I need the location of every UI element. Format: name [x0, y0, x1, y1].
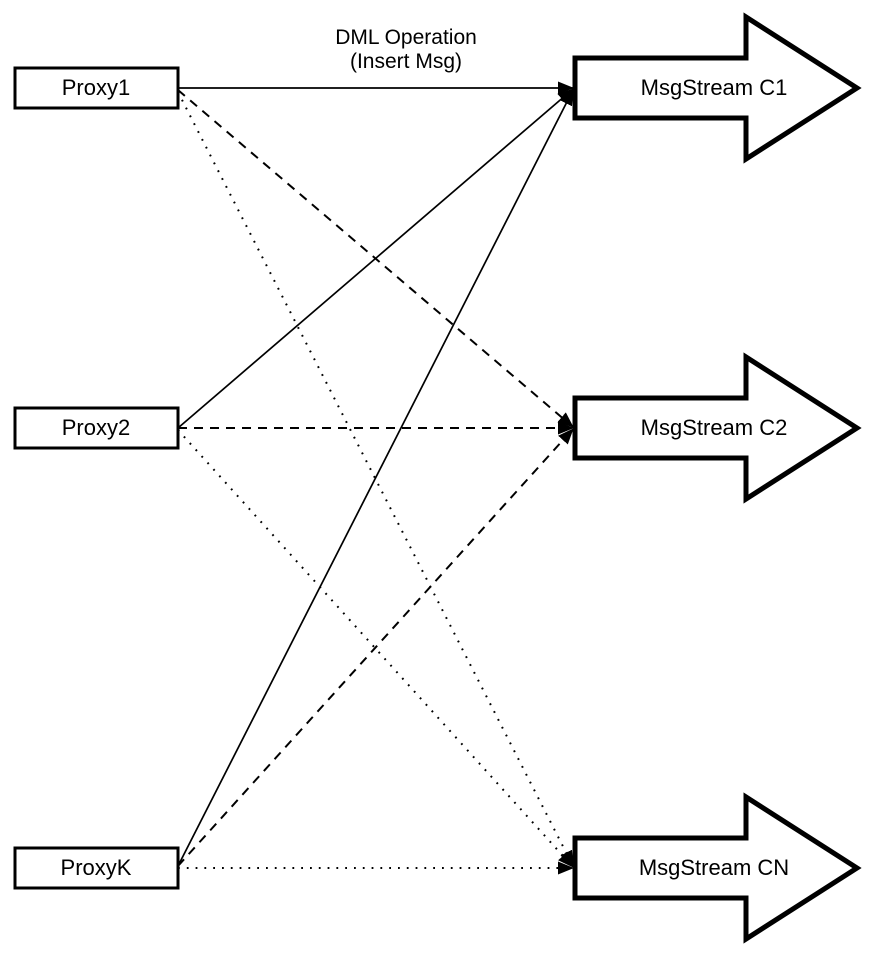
msgstream-cn-label: MsgStream CN	[639, 855, 789, 880]
edge-proxy2-to-cn-dotted	[177, 429, 574, 868]
annotation-line2: (Insert Msg)	[350, 50, 462, 73]
msgstream-c1-label: MsgStream C1	[641, 75, 788, 100]
proxy1-label: Proxy1	[62, 75, 130, 100]
annotation: DML Operation (Insert Msg)	[335, 26, 477, 73]
stream-nodes: MsgStream C1 MsgStream C2 MsgStream CN	[572, 12, 862, 944]
msgstream-c1-arrow	[572, 12, 862, 164]
edge-group	[177, 81, 574, 875]
msgstream-cn-arrow	[572, 792, 862, 944]
msgstream-c2-label: MsgStream C2	[641, 415, 788, 440]
annotation-line1: DML Operation	[335, 26, 477, 49]
proxy2-node	[13, 406, 180, 450]
proxy-nodes: Proxy1 Proxy2 ProxyK	[13, 66, 180, 890]
proxyk-label: ProxyK	[61, 855, 132, 880]
edge-proxyk-to-c1-solid	[177, 89, 574, 867]
edge-proxy1-to-c2-dashed	[177, 89, 574, 428]
edge-proxyk-to-c2-dashed	[177, 428, 574, 867]
proxy2-label: Proxy2	[62, 415, 130, 440]
msgstream-c2-arrow	[572, 352, 862, 504]
proxyk-node	[13, 846, 180, 890]
proxy1-node	[13, 66, 180, 110]
